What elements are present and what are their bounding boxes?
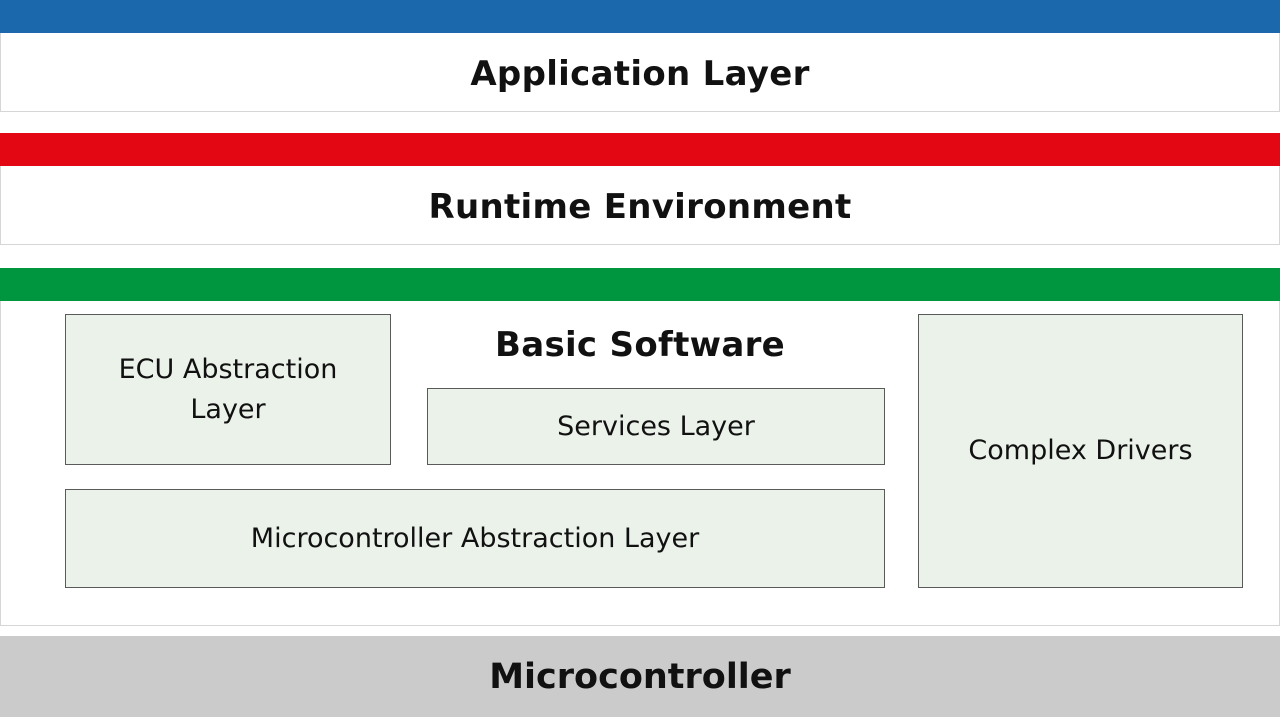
services-layer-label: Services Layer: [557, 410, 755, 442]
application-layer-band: Application Layer: [0, 0, 1280, 112]
microcontroller-abstraction-layer-label: Microcontroller Abstraction Layer: [250, 522, 700, 554]
basic-software-accent-bar: [0, 268, 1280, 301]
runtime-environment-title: Runtime Environment: [428, 187, 852, 227]
complex-drivers-box: Complex Drivers: [918, 314, 1243, 588]
ecu-abstraction-layer-label: ECU Abstraction Layer: [118, 353, 338, 425]
application-layer-body: [0, 33, 1280, 112]
runtime-environment-body: [0, 166, 1280, 245]
application-layer-title: Application Layer: [470, 54, 810, 94]
runtime-environment-accent-bar: [0, 133, 1280, 166]
runtime-environment-band: Runtime Environment: [0, 133, 1280, 245]
microcontroller-band: Microcontroller: [0, 636, 1280, 717]
complex-drivers-label: Complex Drivers: [968, 435, 1193, 466]
microcontroller-title: Microcontroller: [489, 656, 791, 697]
ecu-abstraction-layer-box: ECU Abstraction Layer: [65, 314, 391, 465]
services-layer-box: Services Layer: [427, 388, 885, 465]
basic-software-band: Basic Software ECU Abstraction Layer Ser…: [0, 268, 1280, 626]
application-layer-accent-bar: [0, 0, 1280, 33]
basic-software-title: Basic Software: [494, 325, 785, 365]
microcontroller-abstraction-layer-box: Microcontroller Abstraction Layer: [65, 489, 885, 588]
